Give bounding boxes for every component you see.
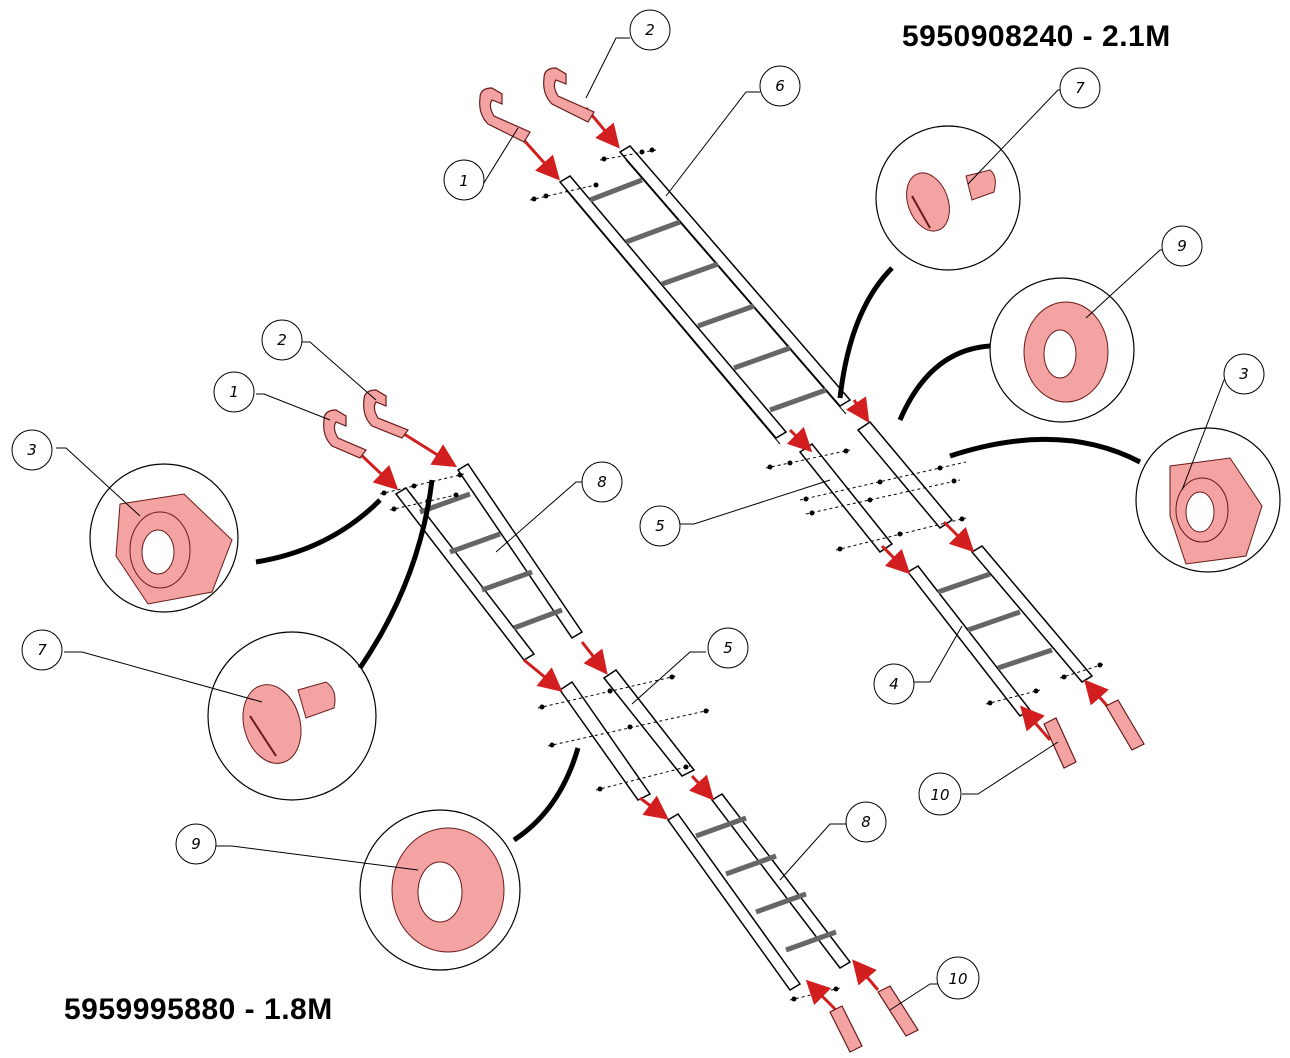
callout-top-10: 10 [918, 741, 1059, 816]
bottom-hook-part-1 [323, 409, 367, 459]
callout-top-5: 5 [639, 479, 831, 547]
bottom-splice-plates [558, 668, 696, 801]
bottom-foot-parts-10 [829, 985, 919, 1053]
svg-text:10: 10 [930, 786, 949, 804]
top-hook-part-1 [479, 87, 531, 143]
svg-text:9: 9 [191, 835, 201, 853]
callout-bottom-8b: 8 [779, 801, 887, 881]
top-detail-bubble-nut-3 [949, 427, 1281, 573]
bottom-ladder-assembly [89, 389, 919, 1053]
top-assembly-title: 5950908240 - 2.1M [902, 20, 1171, 53]
bottom-hook-part-2 [363, 389, 409, 439]
callout-top-4: 4 [873, 625, 963, 705]
callout-bottom-1: 1 [213, 371, 331, 421]
callouts: 2 6 1 7 9 3 5 [11, 9, 1265, 1011]
bottom-detail-bubble-washer-9 [359, 747, 581, 971]
bottom-ladder-upper-section [394, 462, 584, 661]
top-detail-bubble-washer-9 [897, 277, 1135, 423]
callout-bottom-10: 10 [889, 956, 980, 1011]
svg-text:4: 4 [889, 675, 899, 693]
top-ladder-lower-section [906, 545, 1094, 717]
svg-text:7: 7 [37, 641, 47, 659]
callout-top-2: 2 [585, 9, 671, 99]
svg-text:10: 10 [948, 970, 967, 988]
svg-text:3: 3 [27, 441, 37, 459]
callout-bottom-5: 5 [631, 627, 749, 705]
callout-top-1: 1 [443, 127, 519, 201]
svg-text:8: 8 [597, 473, 607, 491]
callout-bottom-7: 7 [21, 629, 263, 703]
svg-text:5: 5 [723, 639, 733, 657]
svg-text:3: 3 [1239, 365, 1249, 383]
svg-text:2: 2 [277, 331, 287, 349]
top-foot-parts-10 [1043, 699, 1145, 769]
callout-bottom-9: 9 [175, 823, 419, 871]
svg-text:1: 1 [229, 383, 239, 401]
svg-text:9: 9 [1177, 237, 1187, 255]
callout-top-9: 9 [1085, 225, 1203, 319]
bottom-ladder-lower-section [666, 793, 852, 991]
top-hook-part-2 [543, 67, 595, 123]
callout-bottom-3: 3 [11, 429, 141, 517]
svg-text:1: 1 [459, 172, 469, 190]
callout-top-3: 3 [1181, 353, 1265, 491]
callout-top-7: 7 [967, 67, 1101, 185]
top-ladder-assembly [479, 67, 1281, 769]
top-ladder-upper-section [558, 145, 852, 445]
callout-bottom-8a: 8 [495, 461, 623, 553]
bottom-assembly-arrows [356, 432, 880, 1012]
top-assembly-arrows [520, 107, 1118, 741]
top-detail-bubble-screw-7 [837, 125, 1021, 399]
bottom-detail-bubble-nut-3 [89, 463, 382, 613]
callout-top-6: 6 [665, 65, 801, 197]
svg-text:8: 8 [861, 813, 871, 831]
callout-bottom-2: 2 [261, 319, 377, 401]
svg-text:6: 6 [775, 77, 785, 95]
svg-text:2: 2 [645, 21, 655, 39]
bottom-assembly-title: 5959995880 - 1.8M [64, 993, 333, 1026]
svg-text:5: 5 [655, 517, 665, 535]
top-bolt-dots [531, 147, 1103, 706]
bottom-detail-bubble-screw-7 [207, 479, 435, 801]
svg-text:7: 7 [1075, 79, 1085, 97]
